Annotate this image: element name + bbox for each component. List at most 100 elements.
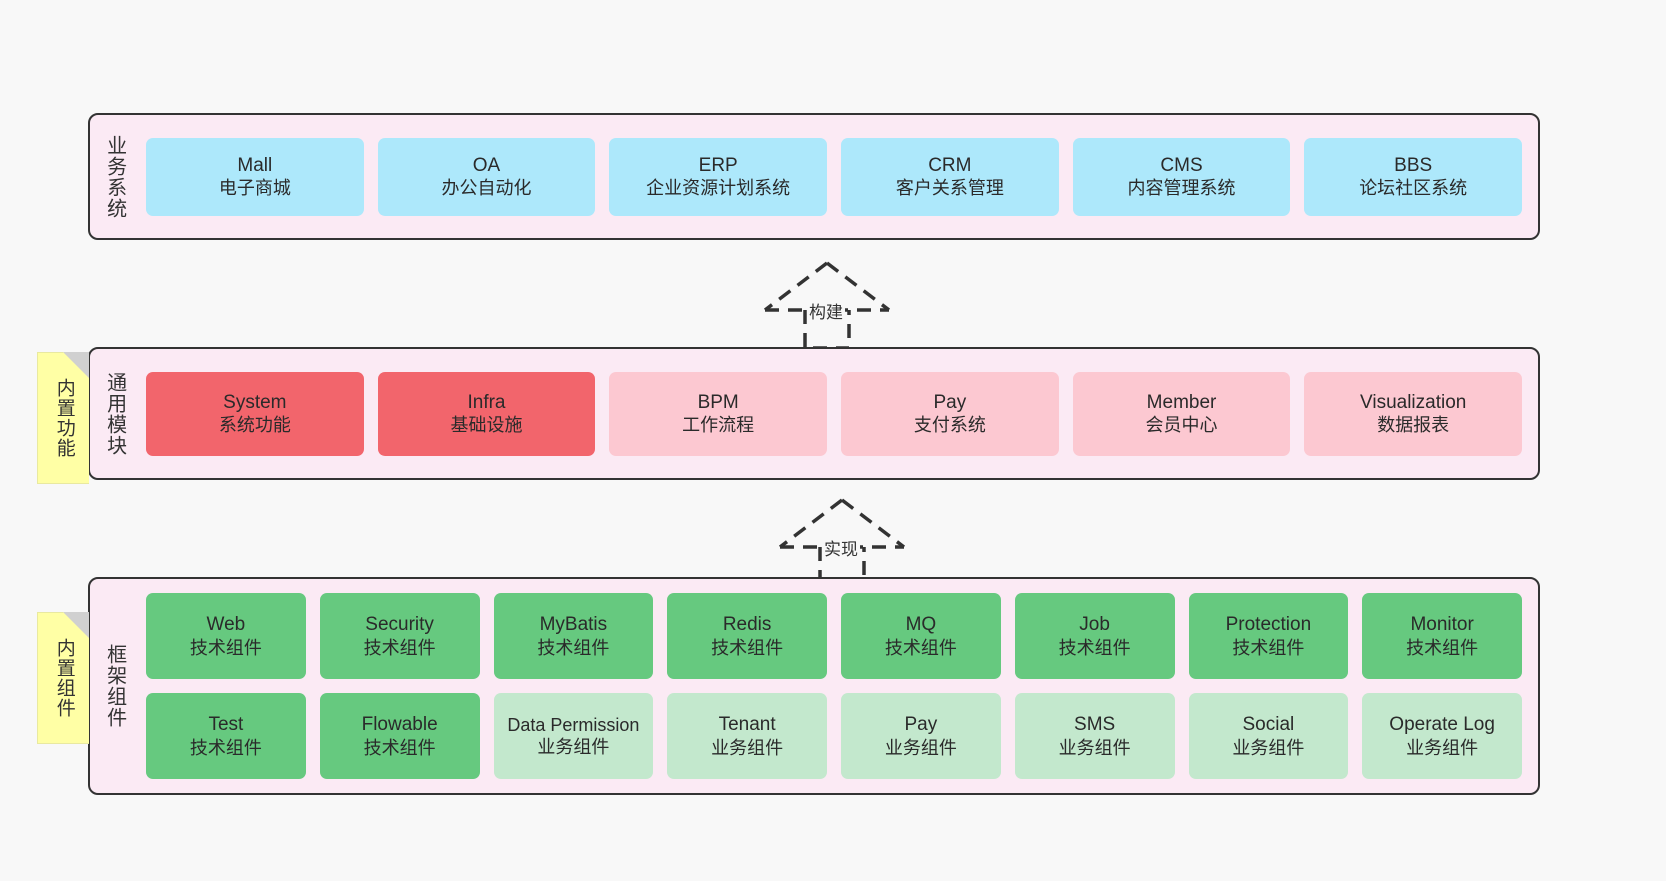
sticky-note-builtin-functions-label: 内置功能: [53, 377, 75, 458]
node-protection[interactable]: Protection 技术组件: [1188, 593, 1349, 679]
node-oa-en: OA: [472, 154, 501, 176]
node-visualization-en: Visualization: [1360, 391, 1467, 413]
node-pay-component-en: Pay: [904, 714, 938, 736]
row-common-modules: System 系统功能 Infra 基础设施 BPM 工作流程 Pay 支付系统…: [146, 371, 1523, 456]
node-tenant-cn: 业务组件: [711, 737, 784, 758]
node-cms-en: CMS: [1160, 154, 1203, 176]
node-monitor[interactable]: Monitor 技术组件: [1362, 593, 1522, 679]
node-security[interactable]: Security 技术组件: [319, 593, 480, 679]
node-cms-cn: 内容管理系统: [1127, 178, 1236, 199]
node-pay-module[interactable]: Pay 支付系统: [841, 371, 1059, 456]
note-fold-corner-icon: [63, 612, 89, 638]
node-bbs[interactable]: BBS 论坛社区系统: [1304, 137, 1523, 216]
connector-build-label: 构建: [807, 298, 845, 323]
node-infra-en: Infra: [467, 391, 506, 413]
row-business-systems: Mall 电子商城 OA 办公自动化 ERP 企业资源计划系统 CRM 客户关系…: [146, 137, 1523, 216]
layer-body-common-modules: System 系统功能 Infra 基础设施 BPM 工作流程 Pay 支付系统…: [138, 349, 1538, 478]
layer-framework-components: 框架组件 Web 技术组件 Security 技术组件 MyBatis 技术组件…: [88, 577, 1540, 795]
sticky-note-builtin-functions: 内置功能: [37, 352, 89, 484]
node-oa-cn: 办公自动化: [441, 178, 532, 199]
node-pay-module-cn: 支付系统: [913, 415, 986, 436]
node-test-cn: 技术组件: [189, 737, 262, 758]
node-mybatis[interactable]: MyBatis 技术组件: [493, 593, 654, 679]
node-test[interactable]: Test 技术组件: [146, 693, 306, 779]
node-monitor-cn: 技术组件: [1406, 637, 1479, 658]
node-member[interactable]: Member 会员中心: [1072, 371, 1291, 456]
node-bbs-en: BBS: [1394, 154, 1433, 176]
node-erp[interactable]: ERP 企业资源计划系统: [609, 137, 828, 216]
node-data-permission[interactable]: Data Permission 业务组件: [493, 693, 654, 779]
node-tenant[interactable]: Tenant 业务组件: [667, 693, 827, 779]
node-social-en: Social: [1242, 714, 1295, 736]
node-system-en: System: [223, 391, 287, 413]
node-bbs-cn: 论坛社区系统: [1359, 178, 1468, 199]
node-mq-en: MQ: [905, 614, 937, 636]
node-infra-cn: 基础设施: [450, 415, 523, 436]
node-flowable[interactable]: Flowable 技术组件: [319, 693, 480, 779]
node-system[interactable]: System 系统功能: [146, 371, 364, 456]
node-member-en: Member: [1146, 391, 1217, 413]
node-sms-cn: 业务组件: [1058, 737, 1131, 758]
layer-title-business-systems: 业务系统: [103, 134, 126, 219]
node-redis[interactable]: Redis 技术组件: [667, 593, 827, 679]
node-cms[interactable]: CMS 内容管理系统: [1072, 137, 1291, 216]
node-social[interactable]: Social 业务组件: [1188, 693, 1349, 779]
node-mall[interactable]: Mall 电子商城: [146, 137, 364, 216]
node-flowable-cn: 技术组件: [363, 737, 436, 758]
node-bpm-cn: 工作流程: [682, 415, 755, 436]
node-crm-en: CRM: [928, 154, 972, 176]
node-erp-en: ERP: [698, 154, 738, 176]
node-bpm-en: BPM: [697, 391, 739, 413]
node-pay-component[interactable]: Pay 业务组件: [841, 693, 1001, 779]
node-operate-log[interactable]: Operate Log 业务组件: [1362, 693, 1522, 779]
node-operate-log-cn: 业务组件: [1406, 737, 1479, 758]
node-oa[interactable]: OA 办公自动化: [377, 137, 596, 216]
node-protection-en: Protection: [1225, 614, 1312, 636]
layer-business-systems: 业务系统 Mall 电子商城 OA 办公自动化 ERP 企业资源计划系统 CRM…: [88, 113, 1540, 240]
node-visualization-cn: 数据报表: [1377, 415, 1450, 436]
node-mybatis-cn: 技术组件: [537, 637, 610, 658]
node-mall-en: Mall: [237, 154, 273, 176]
node-mall-cn: 电子商城: [218, 178, 291, 199]
layer-title-framework-components: 框架组件: [103, 644, 126, 728]
node-redis-cn: 技术组件: [711, 637, 784, 658]
node-member-cn: 会员中心: [1145, 415, 1218, 436]
node-infra[interactable]: Infra 基础设施: [377, 371, 596, 456]
implement-triangle-right-edge: [840, 498, 906, 549]
node-security-en: Security: [365, 614, 434, 636]
build-triangle-right-edge: [825, 261, 891, 312]
node-test-en: Test: [208, 714, 244, 736]
node-flowable-en: Flowable: [361, 714, 438, 736]
node-crm[interactable]: CRM 客户关系管理: [841, 137, 1059, 216]
node-pay-module-en: Pay: [933, 391, 967, 413]
node-web-cn: 技术组件: [189, 637, 262, 658]
node-job[interactable]: Job 技术组件: [1014, 593, 1175, 679]
node-operate-log-en: Operate Log: [1389, 714, 1495, 736]
node-security-cn: 技术组件: [363, 637, 436, 658]
node-protection-cn: 技术组件: [1232, 637, 1305, 658]
node-sms[interactable]: SMS 业务组件: [1014, 693, 1175, 779]
layer-common-modules: 通用模块 System 系统功能 Infra 基础设施 BPM 工作流程 Pay…: [88, 347, 1540, 480]
node-data-permission-cn: 业务组件: [537, 737, 610, 757]
node-web-en: Web: [206, 614, 246, 636]
build-triangle-left-edge: [763, 261, 829, 312]
layer-body-framework-components: Web 技术组件 Security 技术组件 MyBatis 技术组件 Redi…: [138, 579, 1538, 793]
node-monitor-en: Monitor: [1410, 614, 1474, 636]
node-web[interactable]: Web 技术组件: [146, 593, 306, 679]
node-pay-component-cn: 业务组件: [884, 737, 957, 758]
node-crm-cn: 客户关系管理: [895, 178, 1004, 199]
row-framework-business: Test 技术组件 Flowable 技术组件 Data Permission …: [146, 693, 1522, 779]
row-framework-tech: Web 技术组件 Security 技术组件 MyBatis 技术组件 Redi…: [146, 593, 1522, 679]
node-redis-en: Redis: [722, 614, 772, 636]
node-mq[interactable]: MQ 技术组件: [841, 593, 1001, 679]
node-data-permission-en: Data Permission: [507, 714, 640, 735]
node-visualization[interactable]: Visualization 数据报表: [1304, 371, 1523, 456]
node-bpm[interactable]: BPM 工作流程: [609, 371, 828, 456]
implement-triangle-left-edge: [778, 498, 844, 549]
node-tenant-en: Tenant: [718, 714, 776, 736]
sticky-note-builtin-components-label: 内置组件: [53, 637, 75, 718]
sticky-note-builtin-components: 内置组件: [37, 612, 89, 744]
node-job-cn: 技术组件: [1058, 637, 1131, 658]
connector-implement: 实现: [770, 495, 920, 587]
